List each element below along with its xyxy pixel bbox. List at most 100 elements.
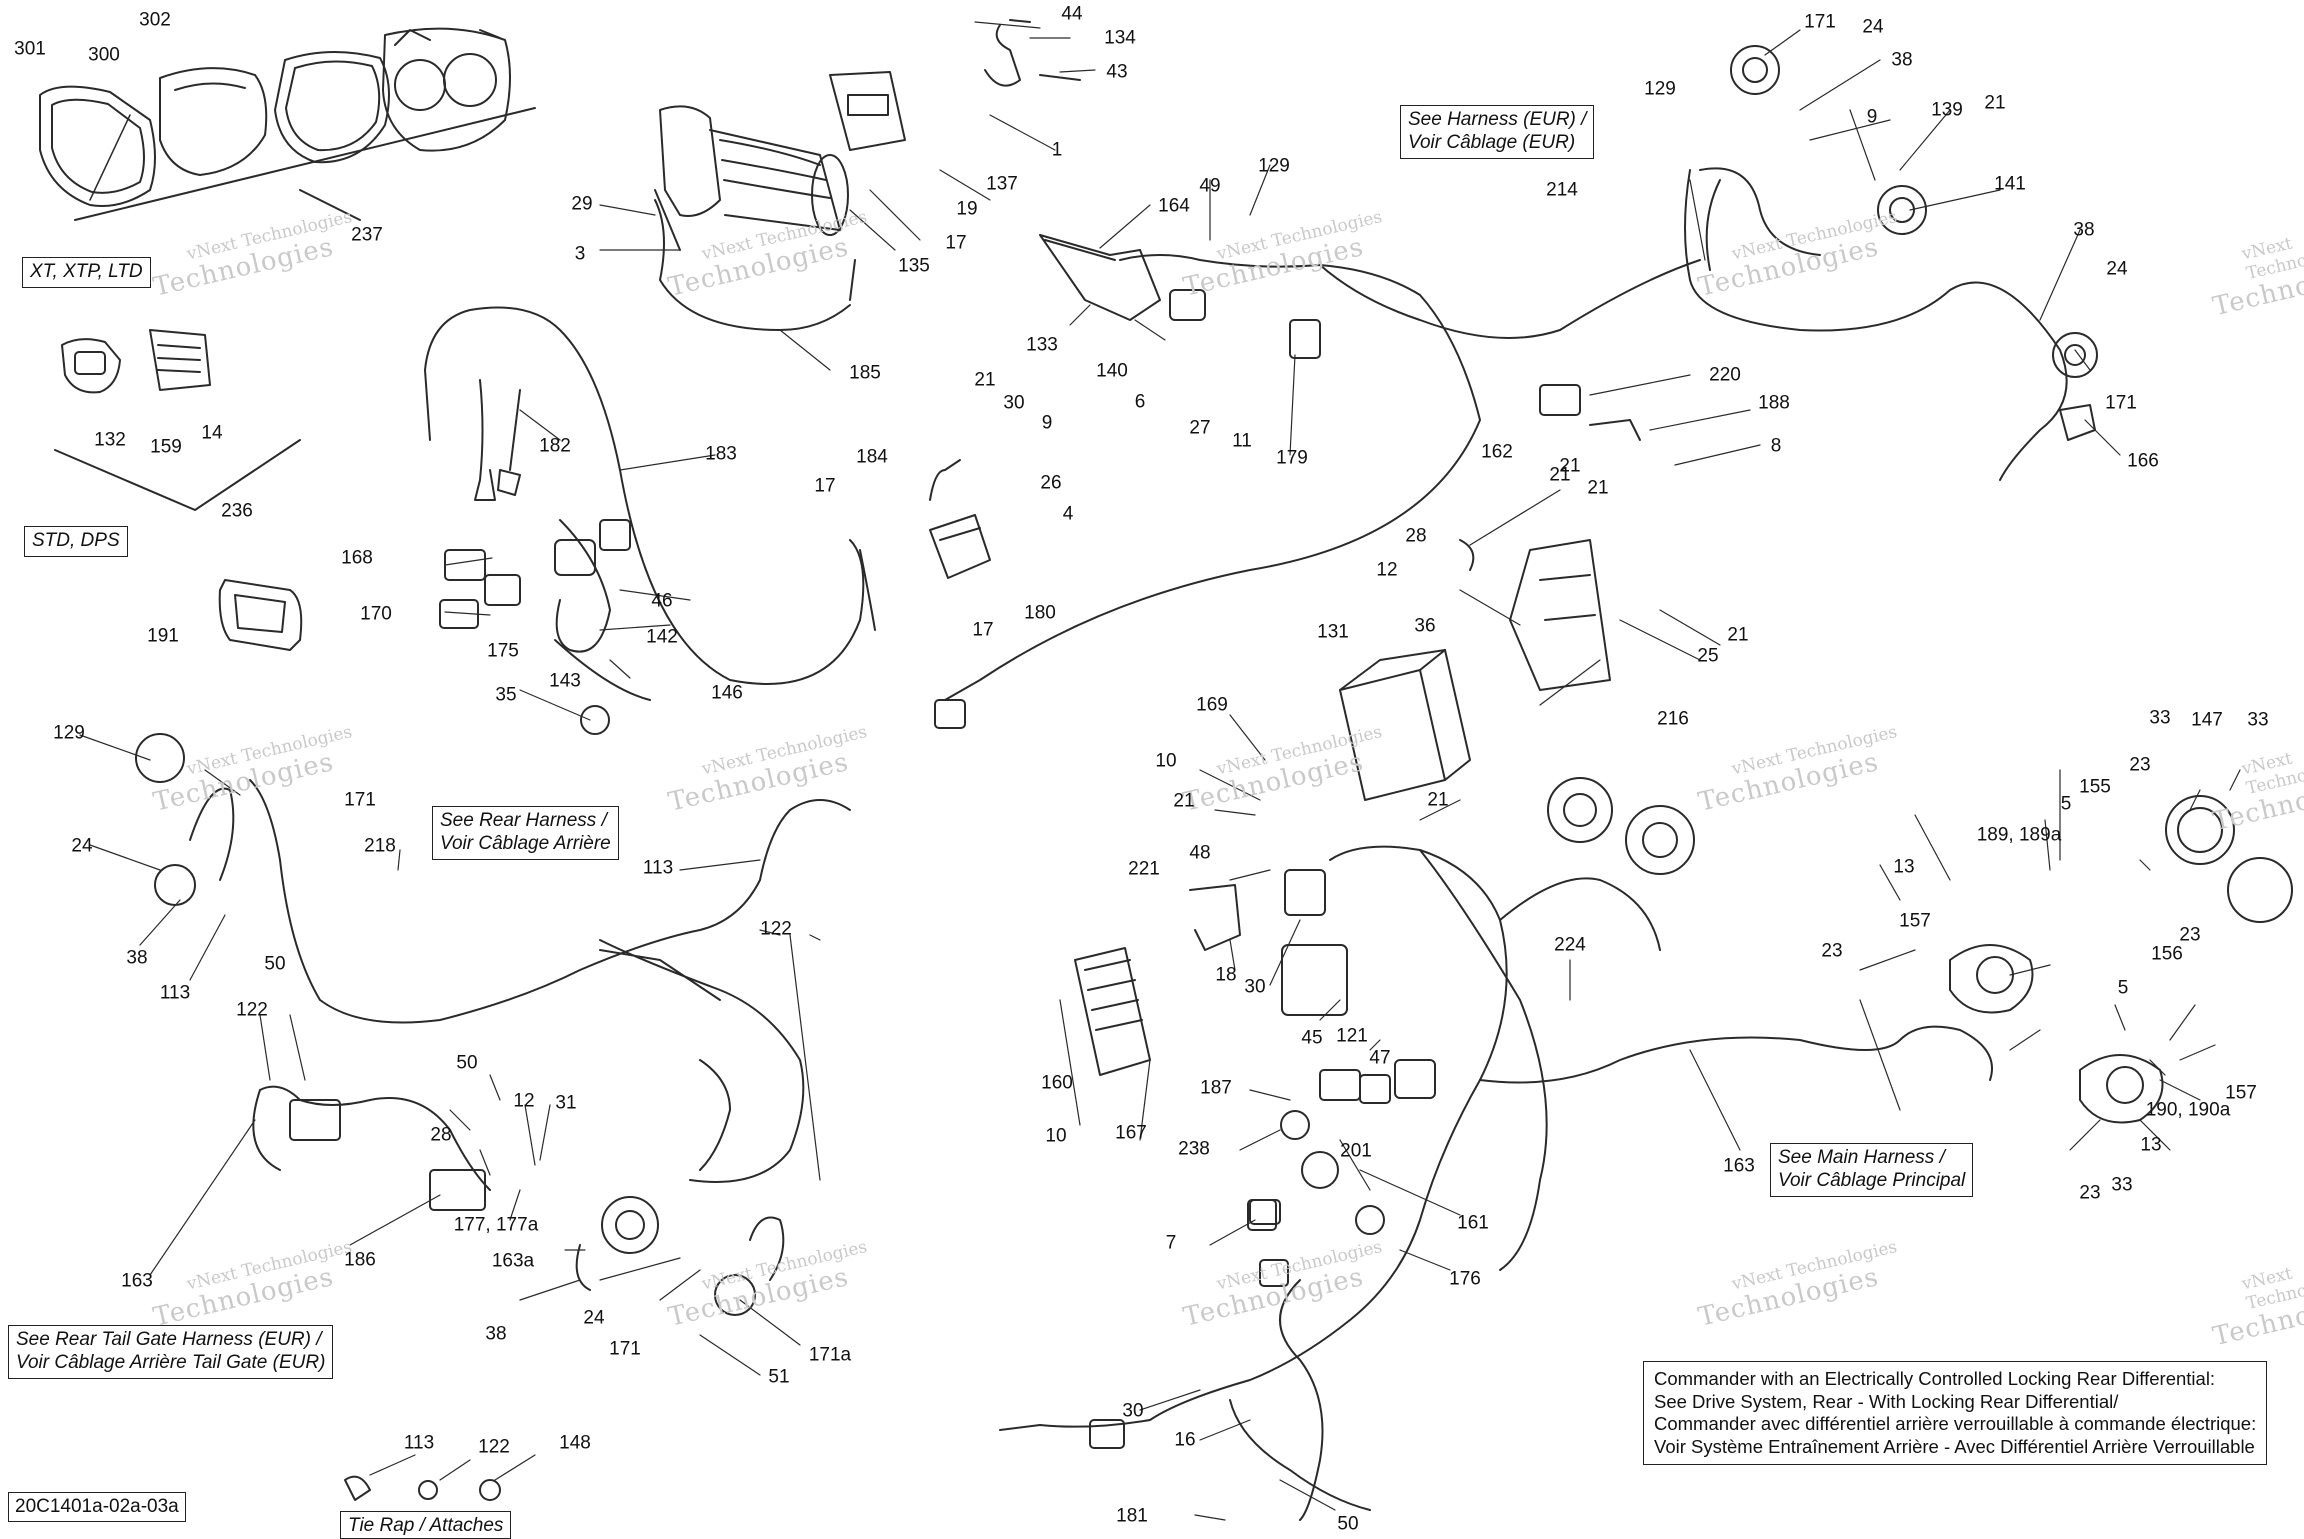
callout-21[interactable]: 160: [1041, 1072, 1073, 1094]
callout-218[interactable]: 113: [642, 857, 674, 879]
callout-18[interactable]: 18: [1215, 964, 1237, 986]
callout-21[interactable]: 21: [1587, 477, 1609, 499]
callout-33[interactable]: 147: [2191, 709, 2223, 731]
callout-163a[interactable]: 38: [485, 1323, 507, 1345]
callout-44[interactable]: 44: [1061, 3, 1083, 25]
callout-201[interactable]: 161: [1457, 1212, 1489, 1234]
callout-129[interactable]: 129: [1644, 78, 1676, 100]
callout-157[interactable]: 5: [2117, 977, 2129, 999]
callout-177-177a[interactable]: 186: [344, 1249, 376, 1271]
callout-50[interactable]: 28: [430, 1124, 452, 1146]
callout-186[interactable]: 163: [121, 1270, 153, 1292]
ref-box-rear-harness[interactable]: See Rear Harness /Voir Câblage Arrière: [432, 806, 619, 860]
callout-21[interactable]: 21: [1427, 789, 1449, 811]
callout-135[interactable]: 135: [898, 255, 930, 277]
callout-122[interactable]: 148: [559, 1432, 591, 1454]
callout-185[interactable]: 185: [849, 362, 881, 384]
callout-14[interactable]: 14: [201, 422, 223, 444]
callout-13[interactable]: 23: [2079, 1182, 2101, 1204]
callout-163[interactable]: 163a: [491, 1250, 535, 1272]
callout-175[interactable]: 175: [487, 640, 519, 662]
callout-156[interactable]: 157: [2225, 1082, 2257, 1104]
callout-24[interactable]: 24: [2106, 258, 2128, 280]
callout-28[interactable]: 28: [1405, 525, 1427, 547]
callout-23[interactable]: 5: [2060, 793, 2072, 815]
callout-140[interactable]: 140: [1096, 360, 1128, 382]
callout-179[interactable]: 179: [1276, 447, 1308, 469]
callout-46[interactable]: 46: [651, 590, 673, 612]
callout-38[interactable]: 38: [1891, 49, 1913, 71]
callout-36[interactable]: 36: [1414, 615, 1436, 637]
callout-301[interactable]: 301: [14, 38, 46, 60]
callout-38[interactable]: 113: [159, 982, 191, 1004]
callout-21[interactable]: 21: [1727, 624, 1749, 646]
callout-12[interactable]: 31: [555, 1092, 577, 1114]
callout-5[interactable]: 23: [2179, 924, 2201, 946]
callout-3[interactable]: 3: [574, 243, 586, 265]
callout-50[interactable]: 122: [236, 999, 268, 1021]
callout-122[interactable]: 50: [456, 1052, 478, 1074]
callout-122[interactable]: 50: [264, 953, 286, 975]
callout-48[interactable]: 48: [1189, 842, 1211, 864]
callout-148[interactable]: 33: [2149, 707, 2171, 729]
callout-51[interactable]: 113: [403, 1432, 435, 1454]
callout-162[interactable]: 162: [1481, 441, 1513, 463]
callout-141[interactable]: 141: [1994, 173, 2026, 195]
callout-171[interactable]: 24: [71, 835, 93, 857]
ref-box-harness-eur[interactable]: See Harness (EUR) /Voir Câblage (EUR): [1400, 105, 1595, 159]
callout-38[interactable]: 24: [583, 1307, 605, 1329]
callout-182[interactable]: 182: [539, 435, 571, 457]
callout-10[interactable]: 10: [1155, 750, 1177, 772]
callout-17[interactable]: 17: [814, 475, 836, 497]
callout-142[interactable]: 142: [646, 626, 678, 648]
callout-133[interactable]: 133: [1026, 334, 1058, 356]
callout-11[interactable]: 11: [1232, 430, 1252, 452]
callout-132[interactable]: 132: [94, 429, 126, 451]
callout-17[interactable]: 17: [972, 619, 994, 641]
callout-155[interactable]: 189, 189a: [1976, 824, 2062, 846]
callout-7[interactable]: 30: [1122, 1400, 1144, 1422]
callout-8[interactable]: 8: [1770, 435, 1782, 457]
callout-24[interactable]: 38: [126, 947, 148, 969]
callout-23[interactable]: 157: [1899, 910, 1931, 932]
callout-30[interactable]: 16: [1174, 1429, 1196, 1451]
callout-33[interactable]: 23: [2129, 754, 2151, 776]
callout-187[interactable]: 238: [1178, 1138, 1210, 1160]
callout-157[interactable]: 190, 190a: [2145, 1099, 2231, 1121]
callout-167[interactable]: 187: [1200, 1077, 1232, 1099]
callout-171a[interactable]: 51: [768, 1366, 790, 1388]
callout-189-189a[interactable]: 13: [1893, 856, 1915, 878]
callout-131[interactable]: 131: [1317, 621, 1349, 643]
callout-50[interactable]: 224: [1554, 934, 1586, 956]
callout-45[interactable]: 45: [1301, 1027, 1323, 1049]
callout-300[interactable]: 300: [88, 44, 120, 66]
callout-188[interactable]: 188: [1758, 392, 1790, 414]
ref-box-main-harness[interactable]: See Main Harness /Voir Câblage Principal: [1770, 1143, 1974, 1197]
callout-129[interactable]: 171: [344, 789, 376, 811]
callout-221[interactable]: 221: [1128, 858, 1160, 880]
callout-28[interactable]: 12: [513, 1090, 535, 1112]
callout-146[interactable]: 146: [711, 682, 743, 704]
callout-168[interactable]: 168: [341, 547, 373, 569]
callout-23[interactable]: 33: [2111, 1174, 2133, 1196]
callout-6[interactable]: 6: [1134, 391, 1146, 413]
callout-166[interactable]: 166: [2127, 450, 2159, 472]
callout-9[interactable]: 9: [1866, 106, 1878, 128]
callout-24[interactable]: 171: [609, 1338, 641, 1360]
callout-43[interactable]: 43: [1106, 61, 1128, 83]
callout-190-190a[interactable]: 13: [2140, 1134, 2162, 1156]
callout-9[interactable]: 9: [1041, 412, 1053, 434]
callout-4[interactable]: 4: [1062, 503, 1074, 525]
callout-49[interactable]: 49: [1199, 175, 1221, 197]
callout-134[interactable]: 134: [1104, 27, 1136, 49]
callout-113[interactable]: 218: [364, 835, 396, 857]
callout-171[interactable]: 171: [2105, 392, 2137, 414]
callout-27[interactable]: 27: [1189, 417, 1211, 439]
callout-1[interactable]: 1: [1051, 139, 1063, 161]
callout-147[interactable]: 33: [2247, 709, 2269, 731]
callout-121[interactable]: 121: [1336, 1025, 1368, 1047]
callout-164[interactable]: 164: [1158, 195, 1190, 217]
callout-302[interactable]: 302: [139, 9, 171, 31]
callout-137[interactable]: 137: [986, 173, 1018, 195]
callout-26[interactable]: 26: [1040, 472, 1062, 494]
